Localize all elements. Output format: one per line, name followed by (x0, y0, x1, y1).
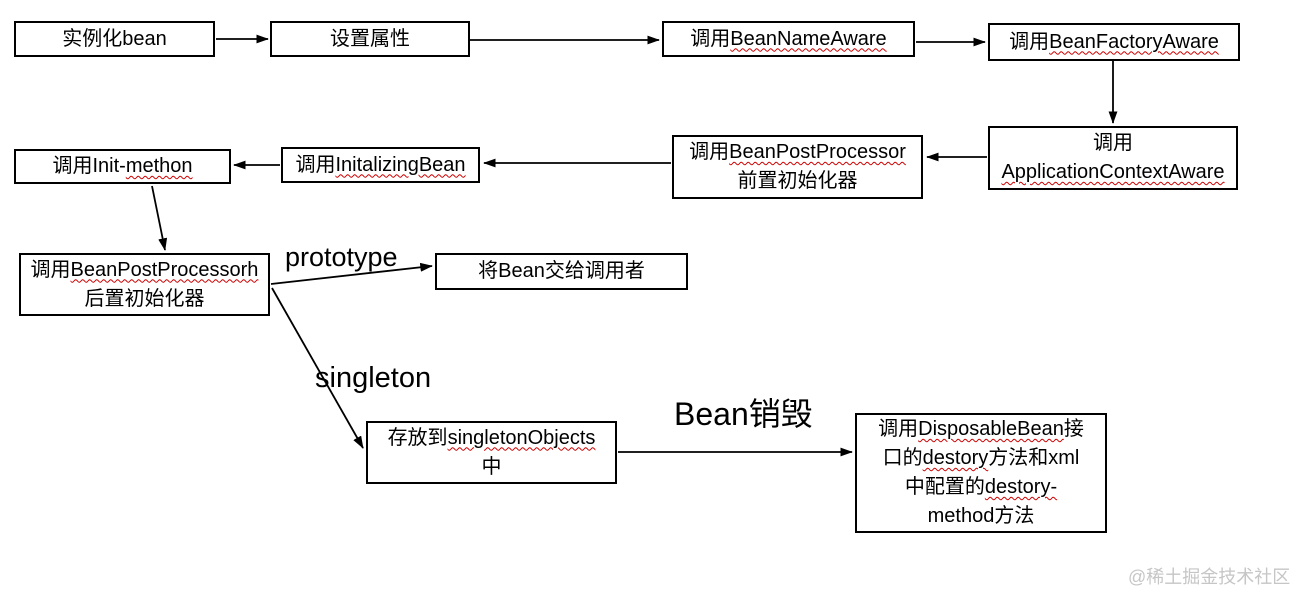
node-text-line: 后置初始化器 (85, 285, 205, 314)
flow-node-call-bean-factory-aware: 调用BeanFactoryAware (988, 23, 1240, 61)
node-text: 方法和xml (988, 447, 1080, 469)
misspelled-text: BeanPostProcessorh (70, 258, 259, 281)
node-text-line: 调用DisposableBean接 (878, 415, 1084, 444)
misspelled-text: BeanNameAware (730, 27, 887, 50)
node-text-line: 调用 (1093, 129, 1133, 158)
misspelled-text: InitalizingBean (335, 153, 466, 176)
node-text-line: 调用Init-methon (52, 152, 192, 181)
node-text: 调用 (295, 153, 336, 176)
watermark: @稀土掘金技术社区 (1128, 567, 1291, 587)
node-text-line: 调用InitalizingBean (295, 151, 465, 180)
node-text: 实例化bean (62, 27, 167, 50)
node-text: 调用 (1009, 30, 1050, 53)
node-text-line: 中 (482, 453, 502, 482)
flow-node-instantiate-bean: 实例化bean (14, 21, 215, 57)
flow-node-set-properties: 设置属性 (270, 21, 470, 57)
node-text: 口的 (882, 447, 923, 469)
edge-prototype-to-caller (270, 262, 433, 285)
node-text-line: 前置初始化器 (738, 167, 858, 196)
edge-singleton-to-singleton-objects (271, 287, 364, 449)
misspelled-text: DisposableBean (918, 418, 1064, 440)
flow-node-call-bean-post-processor-before: 调用BeanPostProcessor 前置初始化器 (672, 135, 923, 199)
flow-node-call-application-context-aware: 调用 ApplicationContextAware (988, 126, 1238, 190)
node-text-line: 实例化bean (62, 25, 167, 54)
misspelled-text: BeanFactoryAware (1049, 30, 1219, 53)
node-text: 存放到 (387, 426, 448, 449)
misspelled-text: destory- (984, 476, 1058, 498)
misspelled-text: BeanPostProcessor (729, 141, 906, 163)
flow-node-give-bean-to-caller: 将Bean交给调用者 (435, 253, 688, 290)
bean-destroy-label: Bean销毁 (674, 396, 813, 432)
misspelled-text: destory (922, 447, 989, 469)
node-text-line: 存放到singletonObjects (388, 424, 596, 453)
node-text-line: 调用BeanFactoryAware (1009, 28, 1219, 57)
node-text: 接 (1063, 418, 1084, 440)
node-text: 调用 (1093, 132, 1133, 154)
misspelled-text: singletonObjects (447, 426, 596, 449)
edge-init-method-to-post-processor-after (151, 185, 168, 251)
node-text-line: 调用BeanNameAware (690, 25, 886, 54)
node-text-line: 调用BeanPostProcessor (689, 138, 906, 167)
node-text: 设置属性 (330, 27, 410, 50)
node-text-line: method方法 (928, 502, 1035, 531)
node-text: 调用 (689, 141, 730, 163)
misspelled-text: ApplicationContextAware (1001, 161, 1225, 183)
flow-node-call-init-method: 调用Init-methon (14, 149, 231, 184)
node-text-line: 设置属性 (330, 25, 410, 54)
node-text-line: 调用BeanPostProcessorh (31, 256, 259, 285)
node-text: 调用Init- (52, 155, 126, 177)
singleton-label: singleton (315, 362, 432, 394)
misspelled-text: methon (125, 155, 193, 177)
prototype-label: prototype (285, 242, 398, 272)
flow-node-call-bean-name-aware: 调用BeanNameAware (662, 21, 915, 57)
flow-node-call-initializing-bean: 调用InitalizingBean (281, 147, 480, 183)
node-text: 中配置的 (904, 476, 985, 498)
node-text: method方法 (927, 505, 1035, 527)
node-text-line: 口的destory方法和xml (883, 444, 1080, 473)
node-text: 前置初始化器 (737, 170, 858, 192)
node-text-line: ApplicationContextAware (1001, 158, 1224, 187)
node-text: 调用 (878, 418, 919, 440)
node-text: 将Bean交给调用者 (478, 260, 645, 282)
node-text-line: 将Bean交给调用者 (478, 257, 645, 286)
node-text-line: 中配置的destory- (905, 473, 1057, 502)
node-text: 中 (481, 455, 502, 478)
node-text: 调用 (690, 27, 731, 50)
node-text: 后置初始化器 (84, 287, 205, 310)
node-text: 调用 (30, 258, 71, 281)
